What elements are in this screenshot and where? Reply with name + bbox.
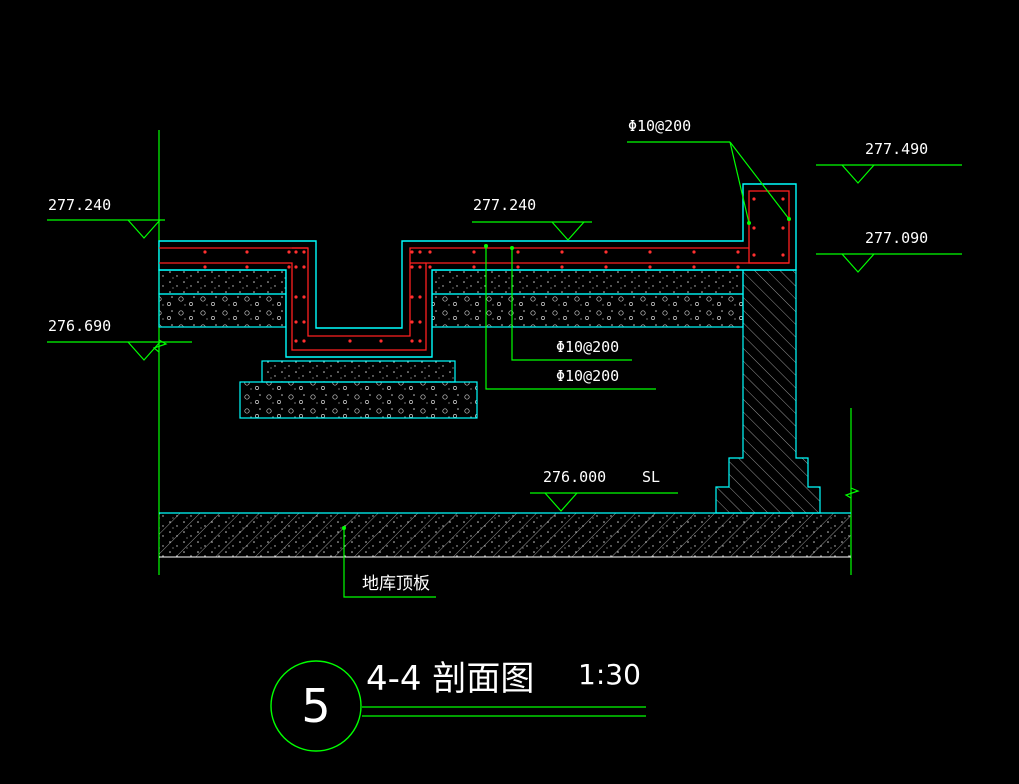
leader-lines (343, 141, 790, 717)
roof-slab-note: 地库顶板 (362, 574, 430, 594)
rebar-callout-top: Φ10@200 (628, 117, 691, 135)
elevation-wall-top: 277.490 (865, 140, 928, 158)
leader-dots (342, 217, 791, 530)
elevation-ground-tag: SL (642, 468, 660, 486)
detail-number-circle (270, 660, 362, 752)
retaining-wall (715, 269, 821, 514)
rebar-callout-lower-2: Φ10@200 (556, 367, 619, 385)
title-block: 5 4-4 剖面图 1:30 (270, 658, 641, 752)
elevation-left-top: 277.240 (48, 196, 111, 214)
rebar-labels: Φ10@200 Φ10@200 Φ10@200 (556, 117, 691, 385)
rebar-callout-lower-1: Φ10@200 (556, 338, 619, 356)
rebar-dots (203, 197, 785, 343)
elevation-left-bottom: 276.690 (48, 317, 111, 335)
base-layers (158, 269, 744, 419)
slab-outline (158, 183, 797, 358)
elevation-labels: 277.240 276.690 277.240 277.490 277.090 … (48, 140, 928, 486)
detail-number: 5 (301, 679, 330, 733)
section-title: 4-4 剖面图 (366, 659, 534, 699)
elevation-wall-under: 277.090 (865, 229, 928, 247)
elevation-markers (47, 164, 962, 512)
roof-slab (159, 512, 851, 558)
elevation-ground: 276.000 (543, 468, 606, 486)
drawing-scale: 1:30 (578, 658, 641, 691)
elevation-middle-top: 277.240 (473, 196, 536, 214)
